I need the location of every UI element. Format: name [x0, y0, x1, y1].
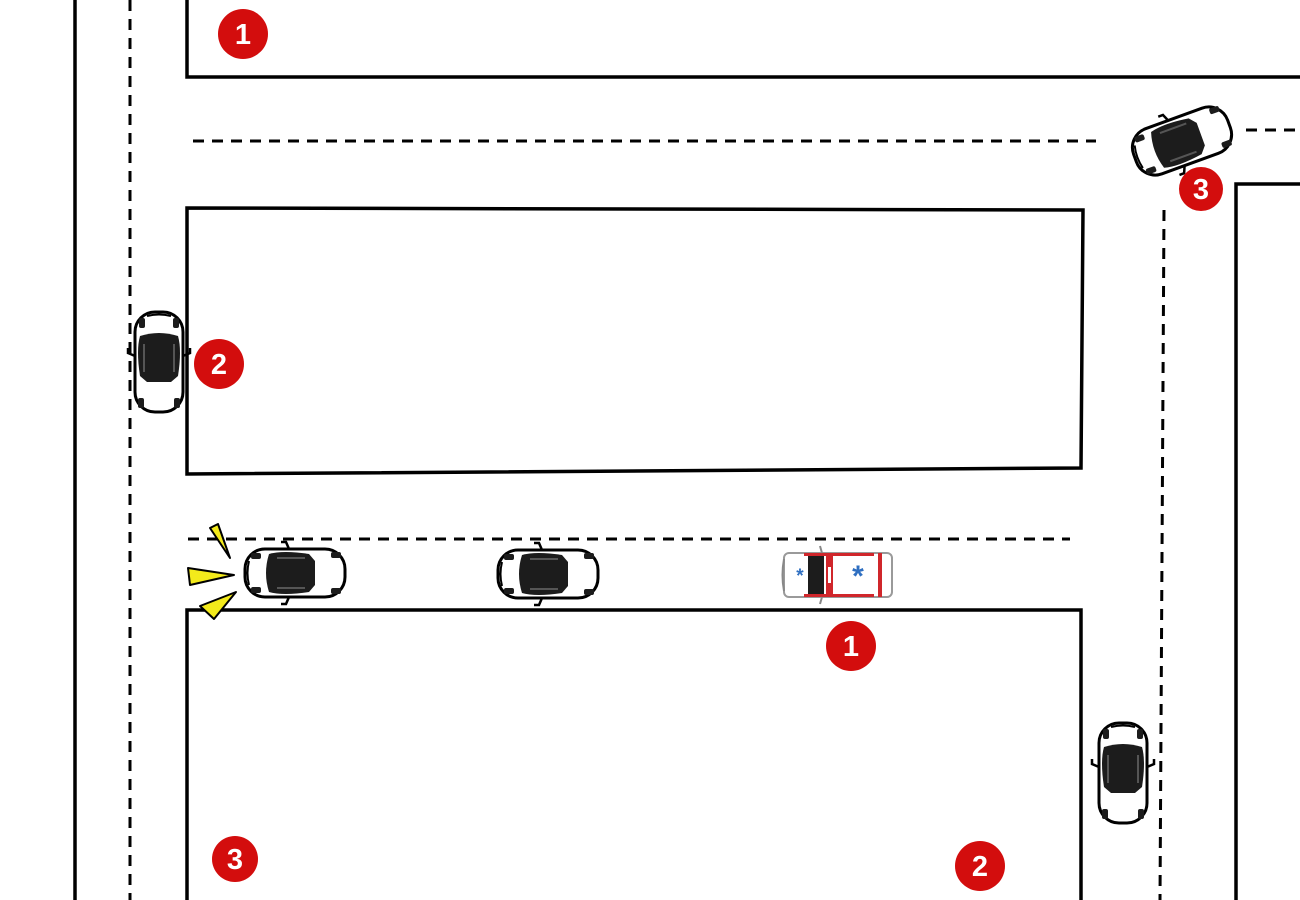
marker-bottom-left-block: 3 [212, 836, 258, 882]
horn-signal-icon [187, 523, 237, 620]
car-lower-lead-honking-icon [243, 540, 347, 606]
right-road-divider [1158, 209, 1166, 900]
middle-block-edge [185, 206, 1085, 476]
marker-left-road: 2 [194, 339, 244, 389]
road-edges [73, 0, 1300, 900]
marker-top-left-block: 1 [218, 9, 268, 59]
markers: 1 2 3 1 2 3 [194, 9, 1223, 891]
marker-below-ambulance: 1 [826, 621, 876, 671]
top-block-edge [185, 0, 1300, 79]
right-block-edge [1234, 182, 1300, 900]
car-top-right-turning-icon [1122, 93, 1242, 189]
vehicles [126, 93, 1242, 825]
marker-label: 2 [211, 349, 227, 381]
lane-dividers [128, 0, 1300, 900]
marker-label: 1 [235, 19, 251, 51]
car-lower-middle-icon [496, 541, 600, 607]
marker-label: 3 [227, 844, 243, 876]
marker-label: 3 [1193, 174, 1209, 206]
bottom-left-block-edge [185, 608, 1083, 900]
car-left-road-icon [126, 310, 192, 414]
car-right-road-icon [1090, 721, 1156, 825]
marker-top-right-corner: 3 [1179, 167, 1223, 211]
marker-bottom-right-block: 2 [955, 841, 1005, 891]
marker-label: 1 [843, 631, 859, 663]
ambulance-icon [781, 545, 893, 605]
marker-label: 2 [972, 851, 988, 883]
